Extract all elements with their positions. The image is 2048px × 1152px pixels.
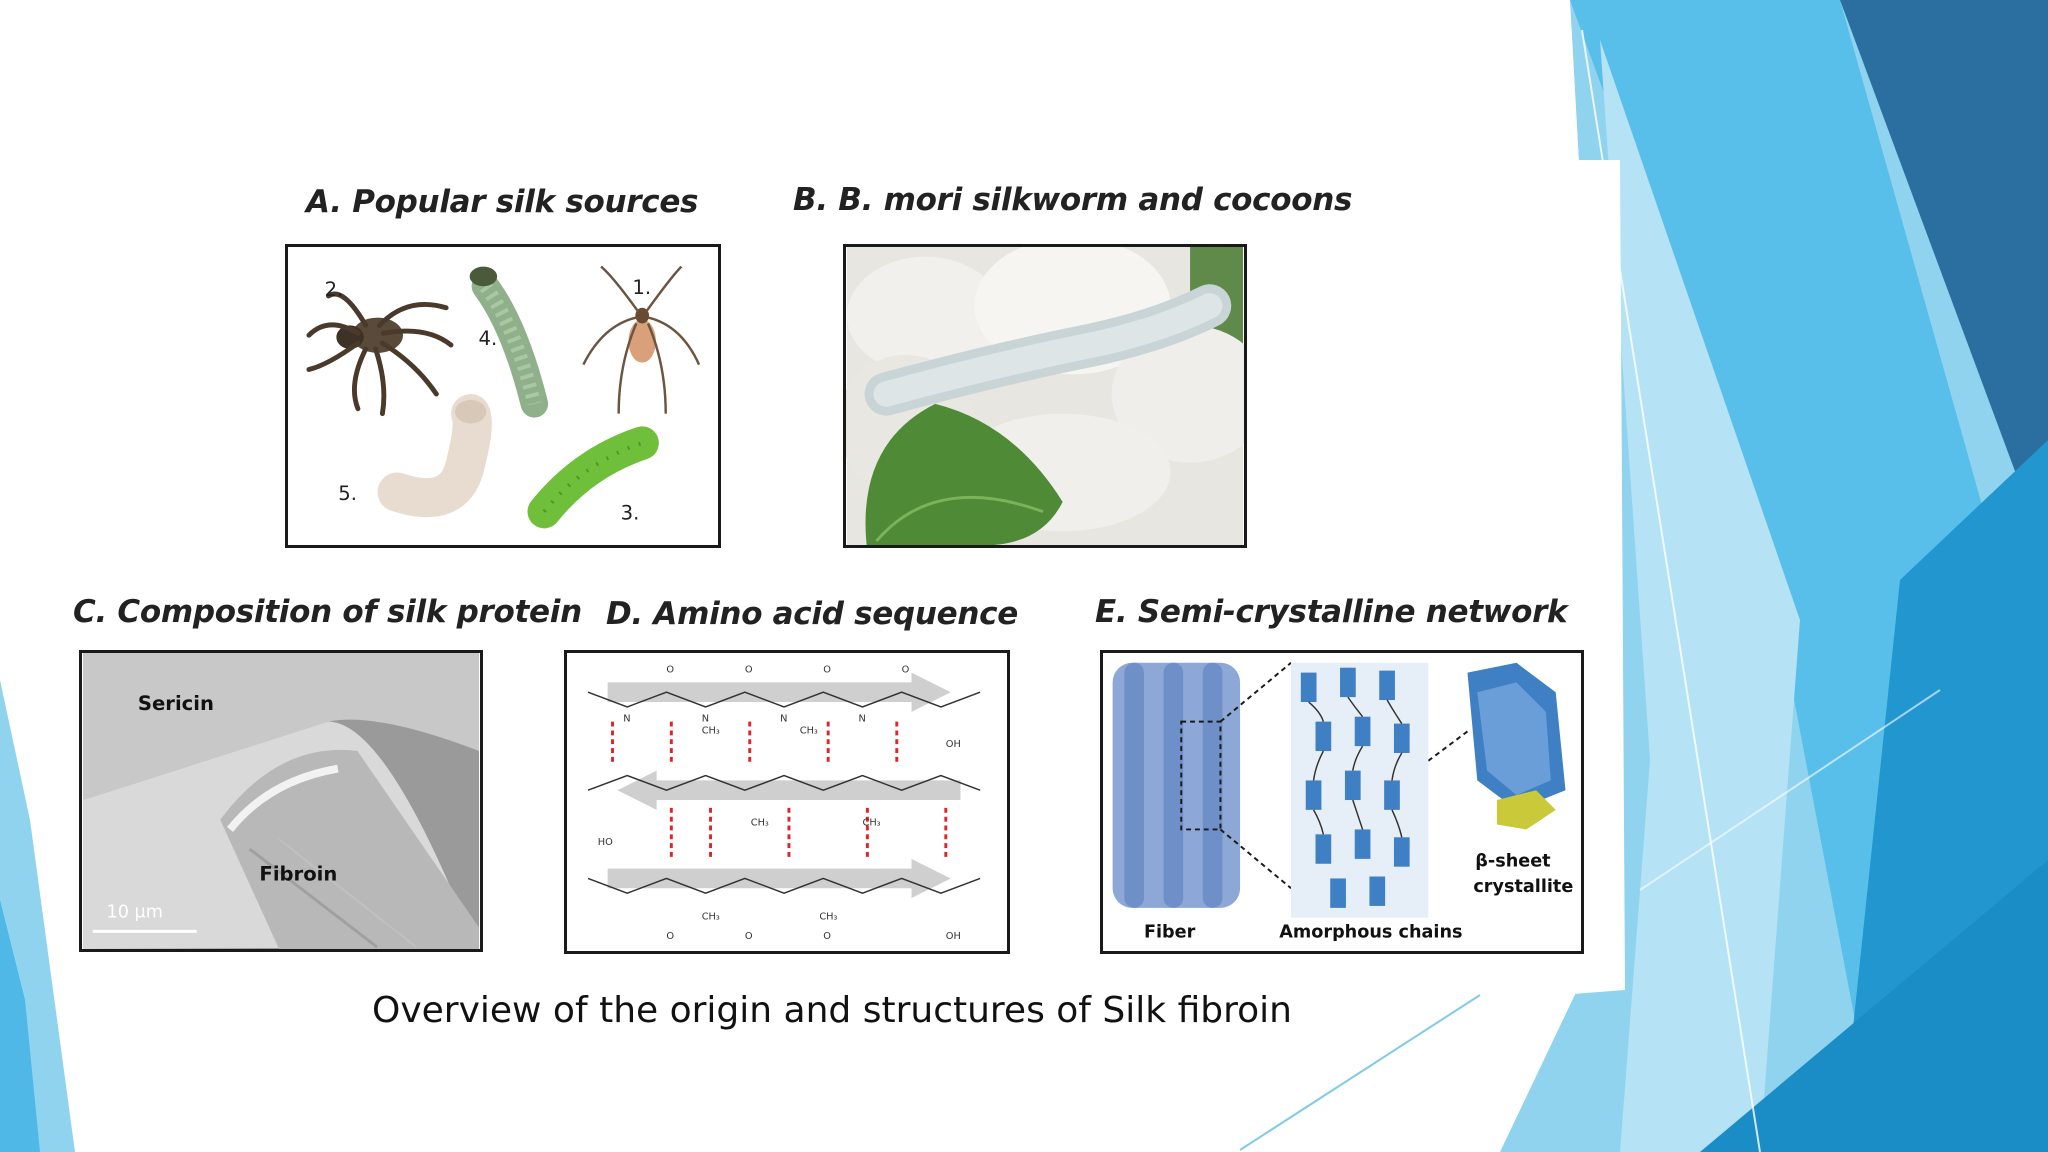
fiber-illustration (1112, 662, 1241, 908)
atom-n: N (623, 714, 630, 725)
caterpillar-3-illustration (527, 426, 659, 529)
beta-sheet-crystallite-illustration (1467, 662, 1566, 830)
atom-o: O (902, 665, 910, 676)
atom-o: O (745, 931, 753, 942)
atom-o: O (666, 931, 674, 942)
panel-e-image: Fiber Amorphous chains β-sheet crystalli… (1100, 650, 1584, 954)
label-2: 2. (325, 278, 344, 301)
crystallite-label-line1: β-sheet (1475, 852, 1551, 872)
mulberry-leaf-illustration (865, 403, 1063, 545)
methyl-group: CH₃ (800, 725, 818, 736)
methyl-group: CH₃ (819, 912, 837, 923)
scale-label: 10 μm (107, 903, 163, 923)
methyl-group: CH₃ (862, 818, 880, 829)
atom-n: N (702, 714, 709, 725)
atom-o: O (745, 665, 753, 676)
panel-e-title: E. Semi-crystalline network (1095, 594, 1568, 630)
hydroxyl-group: OH (946, 931, 961, 942)
backbone-chains (587, 691, 981, 894)
amorphous-label: Amorphous chains (1279, 922, 1462, 942)
sericin-label: Sericin (138, 692, 214, 715)
atom-n: N (859, 714, 866, 725)
panel-b-title: B. B. mori silkworm and cocoons (793, 182, 1353, 218)
fiber-label: Fiber (1144, 922, 1196, 942)
methyl-group: CH₃ (702, 725, 720, 736)
slide-caption: Overview of the origin and structures of… (372, 990, 1292, 1031)
panel-a-title: A. Popular silk sources (306, 184, 699, 220)
fibroin-label: Fibroin (259, 862, 337, 885)
panel-d-title: D. Amino acid sequence (606, 596, 1018, 632)
label-4: 4. (478, 327, 497, 350)
spider-1-illustration (582, 265, 701, 414)
crystallite-label-line2: crystallite (1473, 877, 1573, 897)
label-3: 3. (621, 502, 640, 525)
methyl-group: CH₃ (751, 818, 769, 829)
silkworm-illustration (864, 284, 1232, 416)
hydroxyl-group: OH (946, 739, 961, 750)
atom-o: O (823, 931, 831, 942)
panel-d-image: O O O O N N N N CH₃ CH₃ OH HO CH₃ CH₃ CH… (564, 650, 1010, 954)
label-1: 1. (632, 276, 651, 299)
spider-2-illustration (306, 291, 454, 417)
hydroxyl-group: HO (598, 837, 613, 848)
panel-c-image: Sericin Fibroin 10 μm (79, 650, 483, 952)
panel-a-image: 2. 1. 4. 5. 3. (285, 244, 721, 548)
silkworm-5-illustration (377, 394, 492, 518)
atom-n: N (780, 714, 787, 725)
caterpillar-4-illustration (469, 266, 549, 418)
atom-o: O (823, 665, 831, 676)
label-5: 5. (338, 482, 357, 505)
amorphous-chains-illustration (1291, 662, 1429, 918)
panel-b-image (843, 244, 1247, 548)
atom-o: O (666, 665, 674, 676)
hydrogen-bonds (611, 721, 948, 859)
panel-c-title: C. Composition of silk protein (73, 594, 582, 630)
methyl-group: CH₃ (702, 912, 720, 923)
